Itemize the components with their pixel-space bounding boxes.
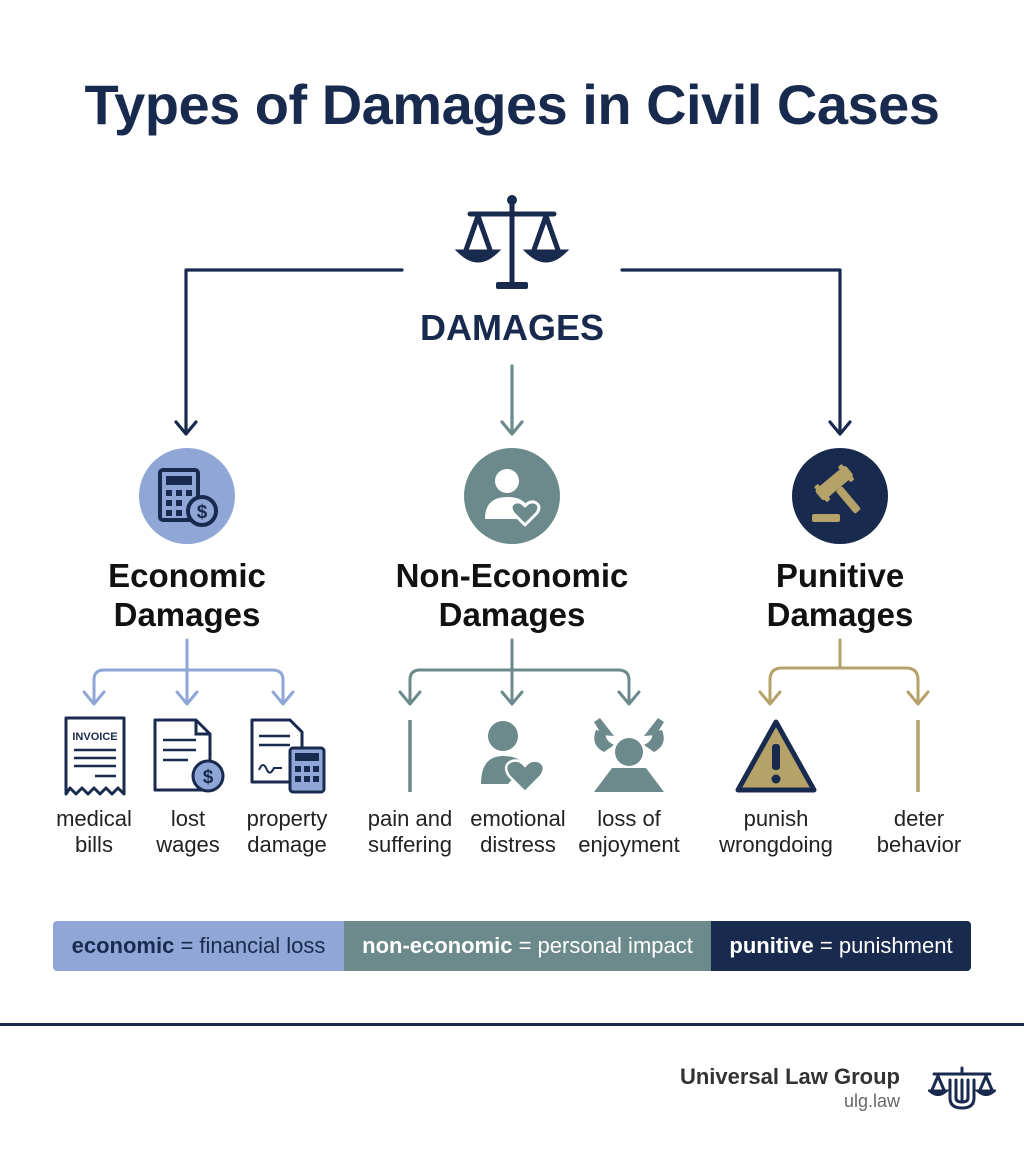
footer-divider: [0, 1023, 1024, 1026]
item-label-line: emotional: [470, 806, 566, 831]
item-label-line: wrongdoing: [719, 832, 833, 857]
legend-definition: = personal impact: [518, 933, 693, 958]
category-title-punitive: Punitive Damages: [680, 556, 1000, 634]
category-title-line: Damages: [113, 596, 261, 633]
item-label-deter-behavior: deter behavior: [844, 806, 994, 858]
person-heart-icon: [464, 448, 560, 544]
ulg-scales-logo-icon: [928, 1066, 996, 1110]
economic-branches: [82, 638, 295, 706]
punitive-branches: [758, 638, 930, 706]
item-label-line: behavior: [876, 832, 962, 857]
item-label-line: enjoyment: [578, 832, 680, 857]
category-title-economic: Economic Damages: [27, 556, 347, 634]
item-label-line: punish: [743, 806, 809, 831]
item-label-line: lost: [170, 806, 206, 831]
item-label-line: loss of: [597, 806, 661, 831]
item-label-line: medical: [56, 806, 132, 831]
item-label-line: damage: [247, 832, 327, 857]
item-label-pain-and-suffering: pain and suffering: [335, 806, 485, 858]
svg-text:$: $: [203, 767, 214, 788]
category-title-line: Economic: [108, 557, 266, 594]
calculator-dollar-icon: $: [139, 448, 235, 544]
item-label-line: wages: [156, 832, 220, 857]
legend-non-economic: non-economic = personal impact: [344, 921, 711, 971]
item-label-punish-wrongdoing: punish wrongdoing: [701, 806, 851, 858]
diagram-canvas: $: [64, 195, 930, 796]
root-label: DAMAGES: [419, 307, 604, 348]
main-connectors: [174, 268, 852, 436]
item-label-line: suffering: [368, 832, 452, 857]
document-calculator-icon: [250, 718, 326, 794]
scales-of-justice-icon: [454, 195, 570, 289]
category-title-line: Punitive: [775, 557, 905, 594]
person-heart-icon: [481, 721, 546, 794]
legend-definition: = punishment: [819, 933, 953, 958]
non-economic-branches: [398, 638, 641, 706]
legend-term: punitive: [729, 933, 814, 958]
warning-icon: [735, 719, 817, 793]
item-label-medical-bills: medical bills: [19, 806, 169, 858]
gavel-icon: [792, 448, 888, 544]
legend-term: non-economic: [362, 933, 513, 958]
invoice-icon: INVOICE: [64, 716, 126, 796]
distressed-person-icon: [594, 718, 664, 792]
item-label-emotional-distress: emotional distress: [443, 806, 593, 858]
item-label-line: deter: [893, 806, 945, 831]
item-label-lost-wages: lost wages: [113, 806, 263, 858]
legend-definition: = financial loss: [180, 933, 326, 958]
legend-bar: economic = financial loss non-economic =…: [53, 921, 971, 971]
category-title-line: Non-Economic: [395, 557, 629, 594]
category-title-non-economic: Non-Economic Damages: [352, 556, 672, 634]
item-label-line: distress: [480, 832, 556, 857]
item-label-line: property: [246, 806, 328, 831]
item-label-line: bills: [75, 832, 113, 857]
legend-term: economic: [71, 933, 175, 958]
item-label-line: pain and: [367, 806, 453, 831]
svg-text:$: $: [197, 502, 208, 523]
invoice-label: INVOICE: [72, 731, 117, 743]
brand-url: ulg.law: [843, 1091, 900, 1111]
category-title-line: Damages: [438, 596, 586, 633]
brand-name: Universal Law Group: [679, 1064, 900, 1089]
document-dollar-icon: $: [153, 718, 225, 793]
item-label-loss-of-enjoyment: loss of enjoyment: [554, 806, 704, 858]
legend-punitive: punitive = punishment: [711, 921, 971, 971]
page-title: Types of Damages in Civil Cases: [84, 73, 940, 136]
legend-economic: economic = financial loss: [53, 921, 344, 971]
category-title-line: Damages: [766, 596, 914, 633]
item-label-property-damage: property damage: [212, 806, 362, 858]
